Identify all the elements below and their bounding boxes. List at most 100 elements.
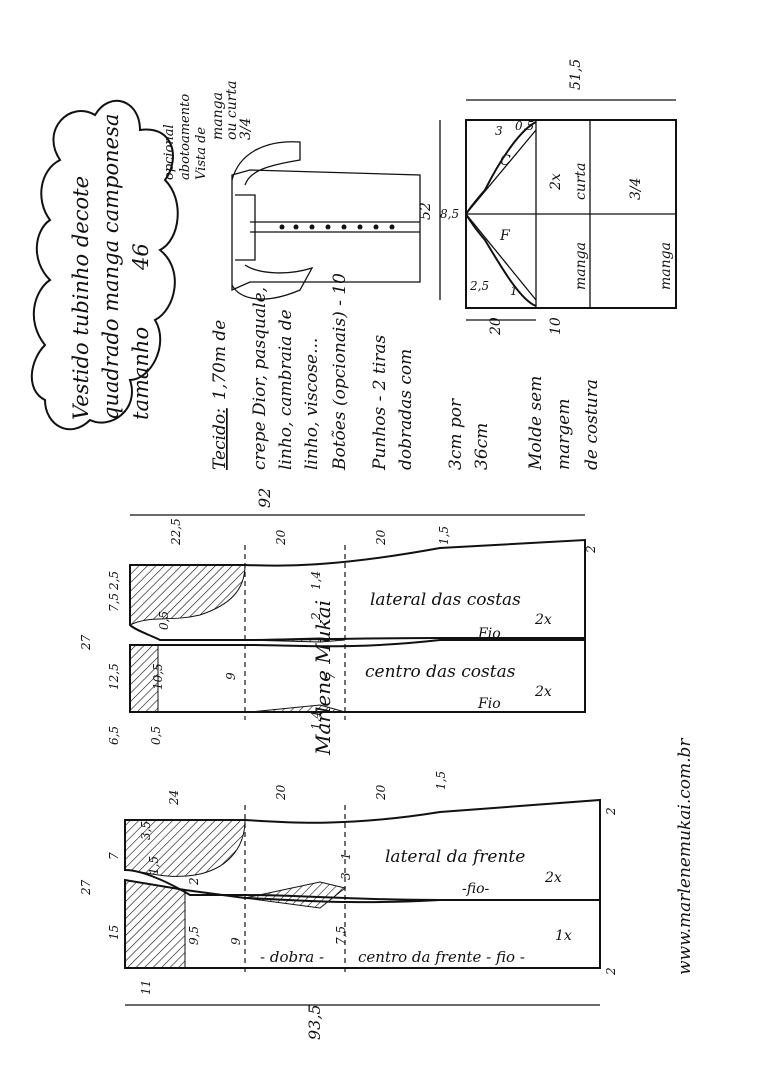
fabric-label: Tecido: xyxy=(210,408,230,470)
title-line-1: Vestido tubinho decote xyxy=(69,176,93,420)
sleeve-back-marker: C xyxy=(500,153,511,169)
back-center-label: centro das costas xyxy=(365,662,516,682)
sleeve-center-mark: 8,5 xyxy=(440,207,459,221)
front-side-piece xyxy=(124,798,601,901)
back-dim-label: 1,4 xyxy=(309,571,323,590)
note-line-1: Molde sem xyxy=(526,376,546,471)
front-center-hatch xyxy=(124,879,186,969)
back-dim-label: 7,5 xyxy=(107,593,121,612)
back-center-grain: Fio xyxy=(477,696,501,712)
back-side-piece xyxy=(129,538,586,641)
front-center-count: 1x xyxy=(555,928,572,944)
fabric-type-2: linho, cambraia de xyxy=(276,309,296,470)
sleeve-label-2: ou curta xyxy=(224,81,240,140)
back-dim-label: 20 xyxy=(274,529,288,546)
fabric-qty: 1,70m de xyxy=(210,320,230,400)
sleeve-manga-1: manga xyxy=(573,242,589,290)
note-line-3: de costura xyxy=(582,379,602,470)
back-pattern: 92 lateral das costas 2x Fio centro das … xyxy=(79,488,598,745)
back-dim-label: 2,5 xyxy=(107,571,121,591)
front-dim-label: 7 xyxy=(107,852,121,860)
back-center-piece xyxy=(129,639,586,713)
button-label-1: Vista de xyxy=(194,127,209,180)
back-dim-label: 6,5 xyxy=(107,726,121,745)
website-url: www.marlenemukai.com.br xyxy=(675,738,695,975)
front-dim-label: 3,5 xyxy=(139,821,153,840)
back-dim-label: 2 xyxy=(584,545,598,554)
title-line-2: quadrado manga camponesa xyxy=(99,114,123,420)
back-center-count: 2x xyxy=(534,684,552,700)
front-center-label: centro da frente - fio - xyxy=(358,948,525,966)
front-dim-label: 11 xyxy=(139,980,153,995)
back-dim-label: 1,4 xyxy=(309,711,323,730)
cuffs-line-2: dobradas com xyxy=(396,349,416,470)
title-line-3: tamanho xyxy=(129,327,153,420)
sleeve-count: 2x xyxy=(548,173,564,191)
back-dim-label: 12,5 xyxy=(107,663,121,690)
front-dim-label: 9,5 xyxy=(187,926,201,945)
sleeve-pattern: C F 8,5 3 0,5 2,5 1 2x curta 3/4 manga m… xyxy=(418,59,677,336)
back-dart-2 xyxy=(249,704,346,713)
back-side-label: lateral das costas xyxy=(370,590,521,610)
front-dim-label: 20 xyxy=(274,784,288,801)
front-side-count: 2x xyxy=(544,870,562,886)
back-side-count: 2x xyxy=(534,612,552,628)
back-side-hatch xyxy=(129,564,246,626)
back-total-length: 92 xyxy=(255,488,274,508)
back-dim-label: 0,5 xyxy=(149,726,163,745)
back-dim-label: 2 xyxy=(309,612,323,621)
button-label-3: opcional xyxy=(162,124,177,180)
front-side-grain: -fio- xyxy=(462,881,489,897)
sleeve-left xyxy=(231,141,301,186)
front-pattern: lateral da frente 2x -fio- - dobra - cen… xyxy=(79,771,618,1040)
sleeve-dim-05: 0,5 xyxy=(515,119,534,133)
note-line-2: margem xyxy=(554,399,574,470)
signature: Marlene Mukai xyxy=(311,600,335,756)
front-dim-label: 15 xyxy=(107,925,121,940)
front-dim-label: 1,5 xyxy=(147,856,161,875)
front-dim-label: 24 xyxy=(167,790,181,806)
front-dim-label: 9 xyxy=(229,937,243,945)
sleeve-34: 3/4 xyxy=(628,177,644,200)
sleeve-front-marker: F xyxy=(499,228,511,244)
sleeve-width: 52 xyxy=(418,202,434,220)
back-dim-label: 10,5 xyxy=(151,663,165,690)
title-block: Vestido tubinho decote quadrado manga ca… xyxy=(30,99,179,431)
back-dim-label: 27 xyxy=(79,634,93,651)
back-side-grain: Fio xyxy=(477,626,501,642)
sleeve-dim-25: 2,5 xyxy=(469,279,489,293)
back-dim-label: 7 xyxy=(324,672,338,680)
back-center-hatch xyxy=(129,644,159,713)
back-dart-1 xyxy=(244,637,346,643)
fabric-type-3: linho, viscose... xyxy=(302,338,322,470)
cuffs-line-4: 36cm xyxy=(472,423,492,470)
sleeve-right xyxy=(231,264,314,300)
front-side-label: lateral da frente xyxy=(385,847,525,867)
front-dim-label: 1,5 xyxy=(434,771,448,790)
materials-block: Tecido: 1,70m de crepe Dior, pasquale, l… xyxy=(210,273,602,471)
front-dart xyxy=(244,881,347,909)
cap-guide-2 xyxy=(465,213,537,301)
front-dim-label: 2 xyxy=(604,807,618,816)
sleeve-dim-1: 1 xyxy=(510,284,518,298)
front-fold-label: - dobra - xyxy=(260,948,324,966)
dress-outline xyxy=(231,169,421,292)
sleeve-cap-height: 20 xyxy=(488,317,504,336)
signature-text: Marlene Mukai xyxy=(311,600,335,756)
cuffs-line-3: 3cm por xyxy=(446,398,466,470)
sleeve-manga-2: manga xyxy=(658,242,674,290)
neckline xyxy=(235,194,256,261)
sleeve-dim-3: 3 xyxy=(495,124,503,138)
button-label-2: abotoamento xyxy=(178,94,193,180)
front-dim-label: 2 xyxy=(604,967,618,976)
front-dim-label: 3 xyxy=(339,872,353,880)
cuffs-line-1: Punhos - 2 tiras xyxy=(370,334,390,471)
back-dim-label: 0,5 xyxy=(157,611,171,630)
back-dim-label: 22,5 xyxy=(169,518,183,546)
title-size: 46 xyxy=(129,243,153,271)
front-dim-label: 20 xyxy=(374,784,388,801)
front-side-hatch xyxy=(124,819,246,877)
website: www.marlenemukai.com.br xyxy=(675,738,695,975)
